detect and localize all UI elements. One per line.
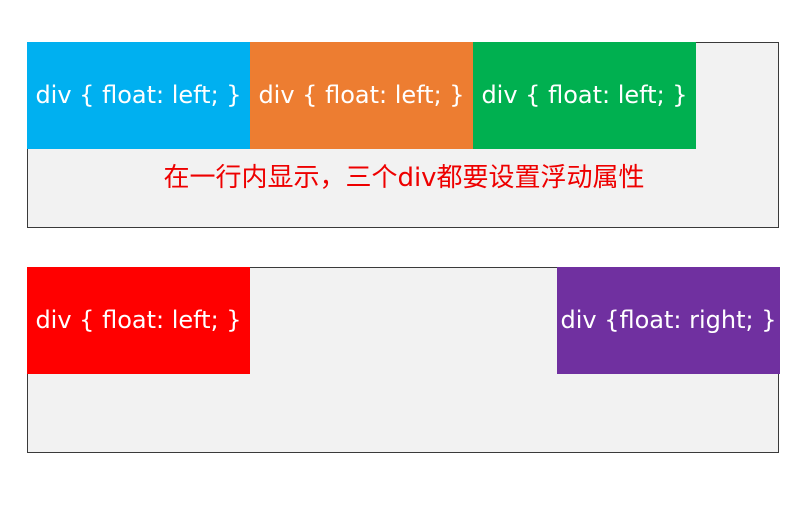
float-left-box-3: div { float: left; }: [473, 42, 696, 149]
float-left-box-2: div { float: left; }: [250, 42, 473, 149]
float-right-box: div {float: right; }: [557, 267, 780, 374]
float-left-box-2-label: div { float: left; }: [258, 81, 465, 109]
float-left-box-1: div { float: left; }: [27, 42, 250, 149]
float-left-box-label: div { float: left; }: [35, 306, 242, 334]
inline-float-caption: 在一行内显示，三个div都要设置浮动属性: [163, 163, 645, 193]
float-left-box: div { float: left; }: [27, 267, 250, 374]
float-left-demo-panel: div { float: left; } div { float: left; …: [27, 42, 779, 228]
float-left-box-3-label: div { float: left; }: [481, 81, 688, 109]
float-left-box-1-label: div { float: left; }: [35, 81, 242, 109]
float-right-box-label: div {float: right; }: [560, 306, 777, 334]
float-left-right-demo-panel: div { float: left; } div {float: right; …: [27, 267, 780, 453]
